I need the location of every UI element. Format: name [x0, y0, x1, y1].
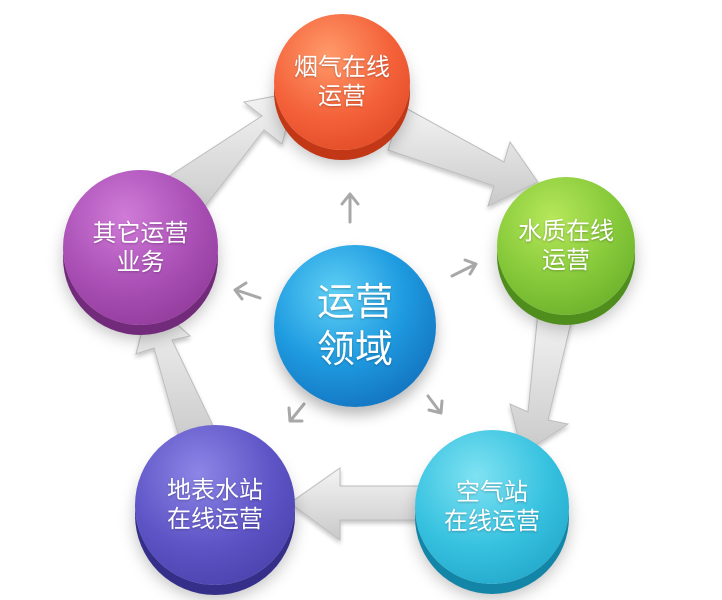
center-node: 运营 领域	[274, 245, 436, 407]
spoke-arrow-left	[233, 281, 262, 301]
node-smoke-online-label: 烟气在线 运营	[294, 53, 390, 110]
node-surface-water-online: 地表水站 在线运营	[135, 425, 295, 585]
node-water-quality-online: 水质在线 运营	[497, 177, 635, 315]
spoke-arrow-up	[340, 192, 360, 224]
spoke-arrow-down-right	[426, 394, 444, 415]
spoke-arrow-down-left	[287, 402, 306, 423]
node-other-business-label: 其它运营 业务	[92, 218, 189, 276]
spoke-arrow-right	[450, 258, 478, 278]
node-smoke-online: 烟气在线 运营	[274, 14, 410, 150]
node-surface-water-online-label: 地表水站 在线运营	[167, 476, 263, 533]
node-water-quality-online-label: 水质在线 运营	[518, 217, 614, 274]
node-other-business: 其它运营 业务	[63, 170, 218, 325]
cycle-arrow-water-to-air	[509, 311, 573, 455]
cycle-arrow-smoke-to-water	[387, 105, 539, 207]
node-air-station-online-label: 空气站 在线运营	[444, 478, 540, 535]
node-air-station-online: 空气站 在线运营	[415, 430, 569, 584]
cycle-arrow-surface-to-other	[135, 299, 221, 449]
center-node-label: 运营 领域	[316, 279, 393, 372]
cycle-arrow-air-to-surface	[289, 467, 421, 541]
